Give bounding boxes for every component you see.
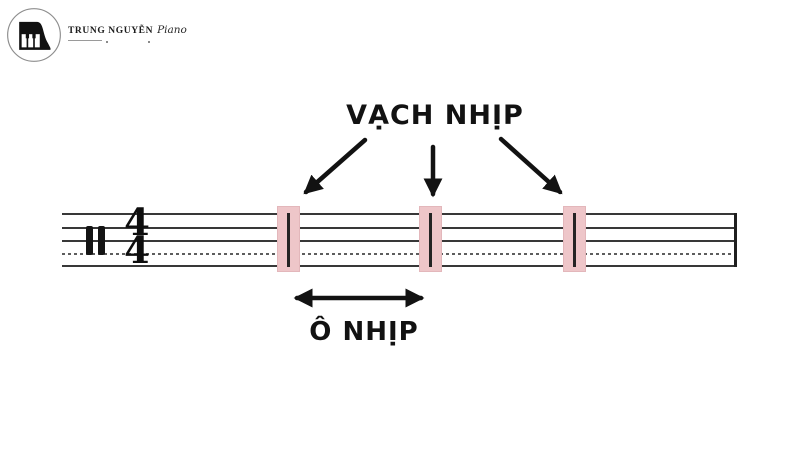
barline-2 xyxy=(429,213,432,267)
percussion-clef-icon xyxy=(86,226,93,255)
measure-title: Ô NHỊP xyxy=(309,317,419,347)
brand-tagline-rule xyxy=(68,40,172,43)
percussion-clef-icon xyxy=(98,226,105,255)
barline-1 xyxy=(287,213,290,267)
staff-line-3 xyxy=(62,240,737,242)
barline-title: VẠCH NHỊP xyxy=(346,100,524,131)
piano-logo-icon xyxy=(7,8,61,62)
staff-line-2 xyxy=(62,227,737,229)
arrow-down-right-icon xyxy=(498,136,563,195)
brand-text: TRUNG NGUYỄN Piano xyxy=(68,24,187,43)
brand-suffix: Piano xyxy=(157,24,187,36)
time-signature-denominator: 4 xyxy=(124,228,150,272)
staff-line-5 xyxy=(62,265,737,267)
staff-line-1 xyxy=(62,213,737,215)
brand-name: TRUNG NGUYỄN xyxy=(68,26,154,36)
barline-3 xyxy=(573,213,576,267)
staff-line-4-dotted xyxy=(62,253,737,255)
time-signature: 4 4 xyxy=(118,200,156,272)
brand-logo: TRUNG NGUYỄN Piano xyxy=(6,7,187,63)
final-barline xyxy=(734,213,737,267)
time-signature-numerator: 4 xyxy=(124,200,150,244)
arrow-down-left-icon xyxy=(303,137,368,195)
